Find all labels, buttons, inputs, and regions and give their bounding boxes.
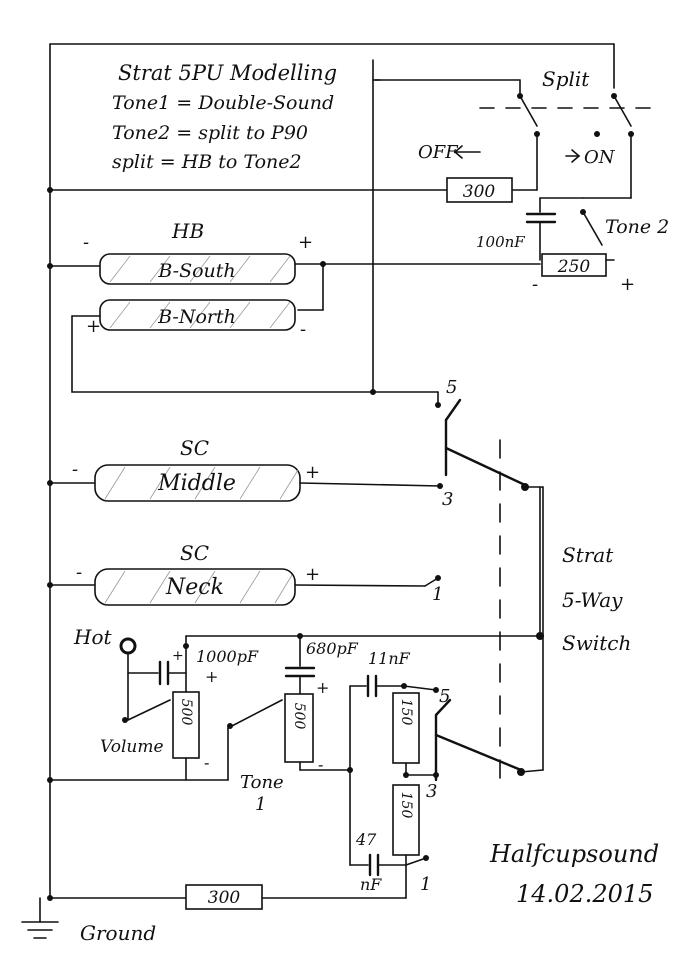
pickup-neck-label: Neck <box>165 575 224 600</box>
tone1-label-a: Tone <box>240 772 284 793</box>
split-lever-left[interactable] <box>519 95 538 127</box>
svg-text:500: 500 <box>178 699 194 726</box>
split-lever-right[interactable] <box>613 95 632 127</box>
pickup-middle-label: Middle <box>157 471 236 496</box>
cap-11nf-label: 11nF <box>368 649 411 668</box>
off-label: OFF <box>418 142 459 163</box>
svg-text:-: - <box>204 753 209 772</box>
tone1-label-b: 1 <box>255 794 266 815</box>
cap-47-label: 47 <box>355 830 377 849</box>
pickup-middle: Middle <box>94 464 301 502</box>
hot-output-jack[interactable] <box>119 637 137 655</box>
pickup-b-north: B-North <box>99 299 296 331</box>
strat-label-3: Switch <box>562 631 631 655</box>
svg-text:3: 3 <box>426 781 437 802</box>
pot-150-upper[interactable] <box>392 692 420 764</box>
svg-text:-: - <box>532 274 538 295</box>
tone1-wiper <box>227 699 283 729</box>
svg-text:5: 5 <box>446 377 457 398</box>
svg-text:300: 300 <box>208 888 241 908</box>
svg-text:+: + <box>305 462 320 483</box>
hot-label: Hot <box>73 625 112 649</box>
pot-tone1[interactable] <box>284 693 314 763</box>
strat-label-2: 5-Way <box>562 588 623 612</box>
date-label: 14.02.2015 <box>516 880 653 908</box>
svg-text:-: - <box>72 459 78 480</box>
sc-middle-label: SC <box>180 436 209 460</box>
pickup-b-south: B-South <box>99 253 296 285</box>
split-label: Split <box>542 67 590 91</box>
title-line-3: Tone2 = split to P90 <box>112 122 308 144</box>
svg-text:500: 500 <box>291 703 307 730</box>
svg-text:+: + <box>620 274 635 295</box>
sc-neck-label: SC <box>180 541 209 565</box>
svg-text:-: - <box>318 755 323 774</box>
resistor-300-top <box>446 177 513 203</box>
svg-text:-: - <box>76 562 82 583</box>
svg-text:-: - <box>300 319 306 340</box>
strat-label-1: Strat <box>562 543 614 567</box>
svg-text:150: 150 <box>398 792 414 819</box>
tone2-label: Tone 2 <box>605 216 669 238</box>
svg-text:3: 3 <box>442 489 453 510</box>
cap-47-unit-label: nF <box>360 875 382 894</box>
pickup-neck: Neck <box>94 568 296 606</box>
pickup-b-north-label: B-North <box>157 306 236 328</box>
on-label: ON <box>584 147 616 168</box>
resistor-300-bottom <box>185 884 263 910</box>
cap-1000pf-label: 1000pF <box>196 647 259 666</box>
svg-text:150: 150 <box>398 699 414 726</box>
author-signature: Halfcupsound <box>489 840 659 868</box>
tone2-switch-lever[interactable] <box>582 211 603 246</box>
pickup-b-south-label: B-South <box>157 260 235 282</box>
title-line-4: split = HB to Tone2 <box>112 151 302 173</box>
ground-symbol-icon <box>21 921 59 939</box>
svg-text:+: + <box>205 667 218 686</box>
cap-100nf-label: 100nF <box>476 233 525 251</box>
ground-label: Ground <box>80 921 156 945</box>
svg-text:5: 5 <box>439 686 450 707</box>
svg-text:+: + <box>172 648 184 664</box>
svg-text:250: 250 <box>557 257 591 277</box>
svg-text:1: 1 <box>432 584 443 605</box>
svg-text:300: 300 <box>463 182 496 202</box>
title-line-2: Tone1 = Double-Sound <box>112 92 334 114</box>
svg-text:+: + <box>86 316 101 337</box>
volume-label: Volume <box>100 737 164 757</box>
svg-text:+: + <box>316 678 329 697</box>
svg-text:+: + <box>305 564 320 585</box>
title-line-1: Strat 5PU Modelling <box>118 61 337 85</box>
hb-label: HB <box>171 219 204 243</box>
svg-text:-: - <box>83 232 89 253</box>
svg-text:+: + <box>298 232 313 253</box>
cap-680pf-label: 680pF <box>306 639 359 658</box>
resistor-250 <box>541 253 607 277</box>
volume-wiper <box>127 699 171 721</box>
pot-volume[interactable] <box>172 691 200 759</box>
svg-text:1: 1 <box>420 874 431 895</box>
